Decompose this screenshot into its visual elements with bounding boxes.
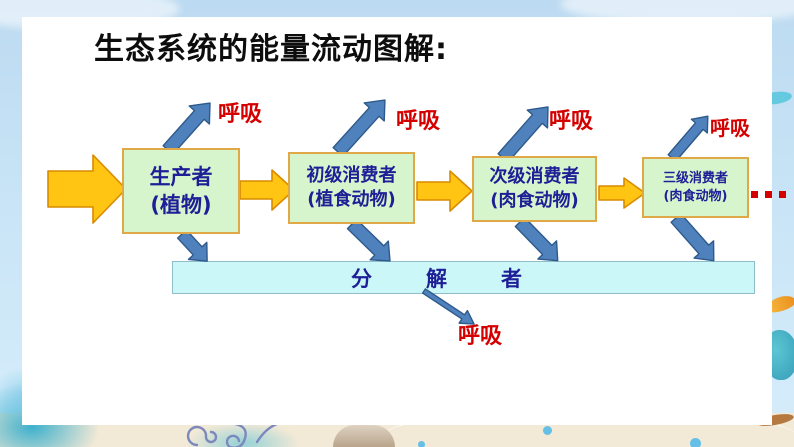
continuation-dot <box>765 191 772 198</box>
node-label-line2: (植物) <box>150 193 212 217</box>
node-label-line1: 三级消费者 <box>662 170 728 186</box>
transfer-arrow-icon <box>416 170 473 212</box>
node-label-line1: 次级消费者 <box>489 165 580 187</box>
dome-decoration <box>333 425 395 447</box>
node-label-line1: 生产者 <box>149 164 213 189</box>
continuation-dot <box>779 191 786 198</box>
dot-decoration <box>543 426 552 435</box>
dot-decoration <box>690 438 701 447</box>
node-tertiary-consumer: 三级消费者 (肉食动物) <box>642 157 749 218</box>
node-secondary-consumer: 次级消费者 (肉食动物) <box>472 156 597 222</box>
respiration-label: 呼吸 <box>710 116 750 140</box>
decomposer-bar: 分解者 <box>172 261 755 294</box>
transfer-arrow-icon <box>239 169 295 211</box>
respiration-label: 呼吸 <box>458 324 503 349</box>
respiration-label: 呼吸 <box>396 109 441 134</box>
to-decomposer-arrow-icon <box>176 229 208 262</box>
respiration-arrow-icon <box>332 99 386 158</box>
node-label-line2: (肉食动物) <box>663 188 728 204</box>
respiration-arrow-icon <box>497 106 549 163</box>
continuation-dot <box>751 191 758 198</box>
dot-decoration <box>418 441 425 447</box>
node-label-line2: (肉食动物) <box>490 190 579 211</box>
slide-title: 生态系统的能量流动图解: <box>94 32 448 67</box>
to-decomposer-arrow-icon <box>514 216 559 262</box>
energy-input-arrow-icon <box>47 154 127 224</box>
node-primary-consumer: 初级消费者 (植食动物) <box>288 152 415 224</box>
to-decomposer-arrow-icon <box>346 218 391 262</box>
to-decomposer-arrow-icon <box>670 212 715 262</box>
transfer-arrow-icon <box>598 177 646 209</box>
node-producer: 生产者 (植物) <box>122 148 240 234</box>
respiration-label: 呼吸 <box>218 102 263 127</box>
respiration-label: 呼吸 <box>549 109 594 134</box>
respiration-arrow-icon <box>667 115 709 162</box>
decomposer-label: 分解者 <box>351 266 576 291</box>
decomposer-respiration-arrow-icon <box>421 288 475 325</box>
node-label-line2: (植食动物) <box>307 189 396 210</box>
node-label-line1: 初级消费者 <box>306 164 397 186</box>
